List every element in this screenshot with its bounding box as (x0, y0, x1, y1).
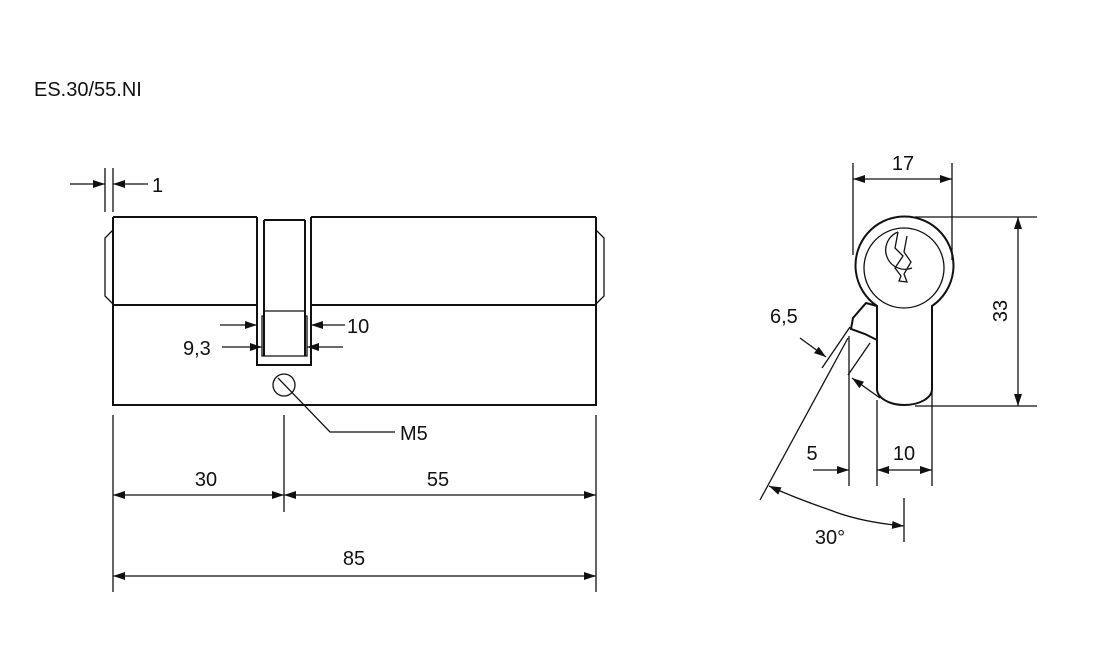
svg-text:33: 33 (990, 300, 1012, 322)
dimension-33: 33 (915, 216, 1037, 407)
dimension-17: 17 (852, 153, 953, 260)
dimension-angle-30: 30° (759, 337, 905, 549)
m5-thread-hole (272, 373, 296, 397)
svg-text:6,5: 6,5 (770, 306, 798, 328)
dimension-6-5: 6,5 (770, 306, 881, 399)
label-m5: M5 (400, 423, 428, 445)
dimension-cam: 10 9,3 (183, 316, 369, 360)
svg-text:30°: 30° (815, 527, 845, 549)
svg-text:1: 1 (152, 175, 163, 197)
cylinder-front-view: M5 (104, 216, 605, 445)
svg-text:17: 17 (892, 153, 914, 175)
svg-text:85: 85 (343, 548, 365, 570)
cylinder-side-view (849, 215, 955, 406)
svg-text:5: 5 (806, 443, 817, 465)
svg-text:9,3: 9,3 (183, 338, 211, 360)
part-number-title: ES.30/55.NI (34, 79, 142, 101)
svg-text:55: 55 (427, 469, 449, 491)
dimension-1: 1 (70, 168, 163, 212)
dimension-5-10: 5 10 (806, 336, 933, 486)
svg-text:30: 30 (195, 469, 217, 491)
svg-text:10: 10 (893, 443, 915, 465)
svg-text:10: 10 (347, 316, 369, 338)
dimension-lengths: 30 55 85 (112, 415, 597, 592)
